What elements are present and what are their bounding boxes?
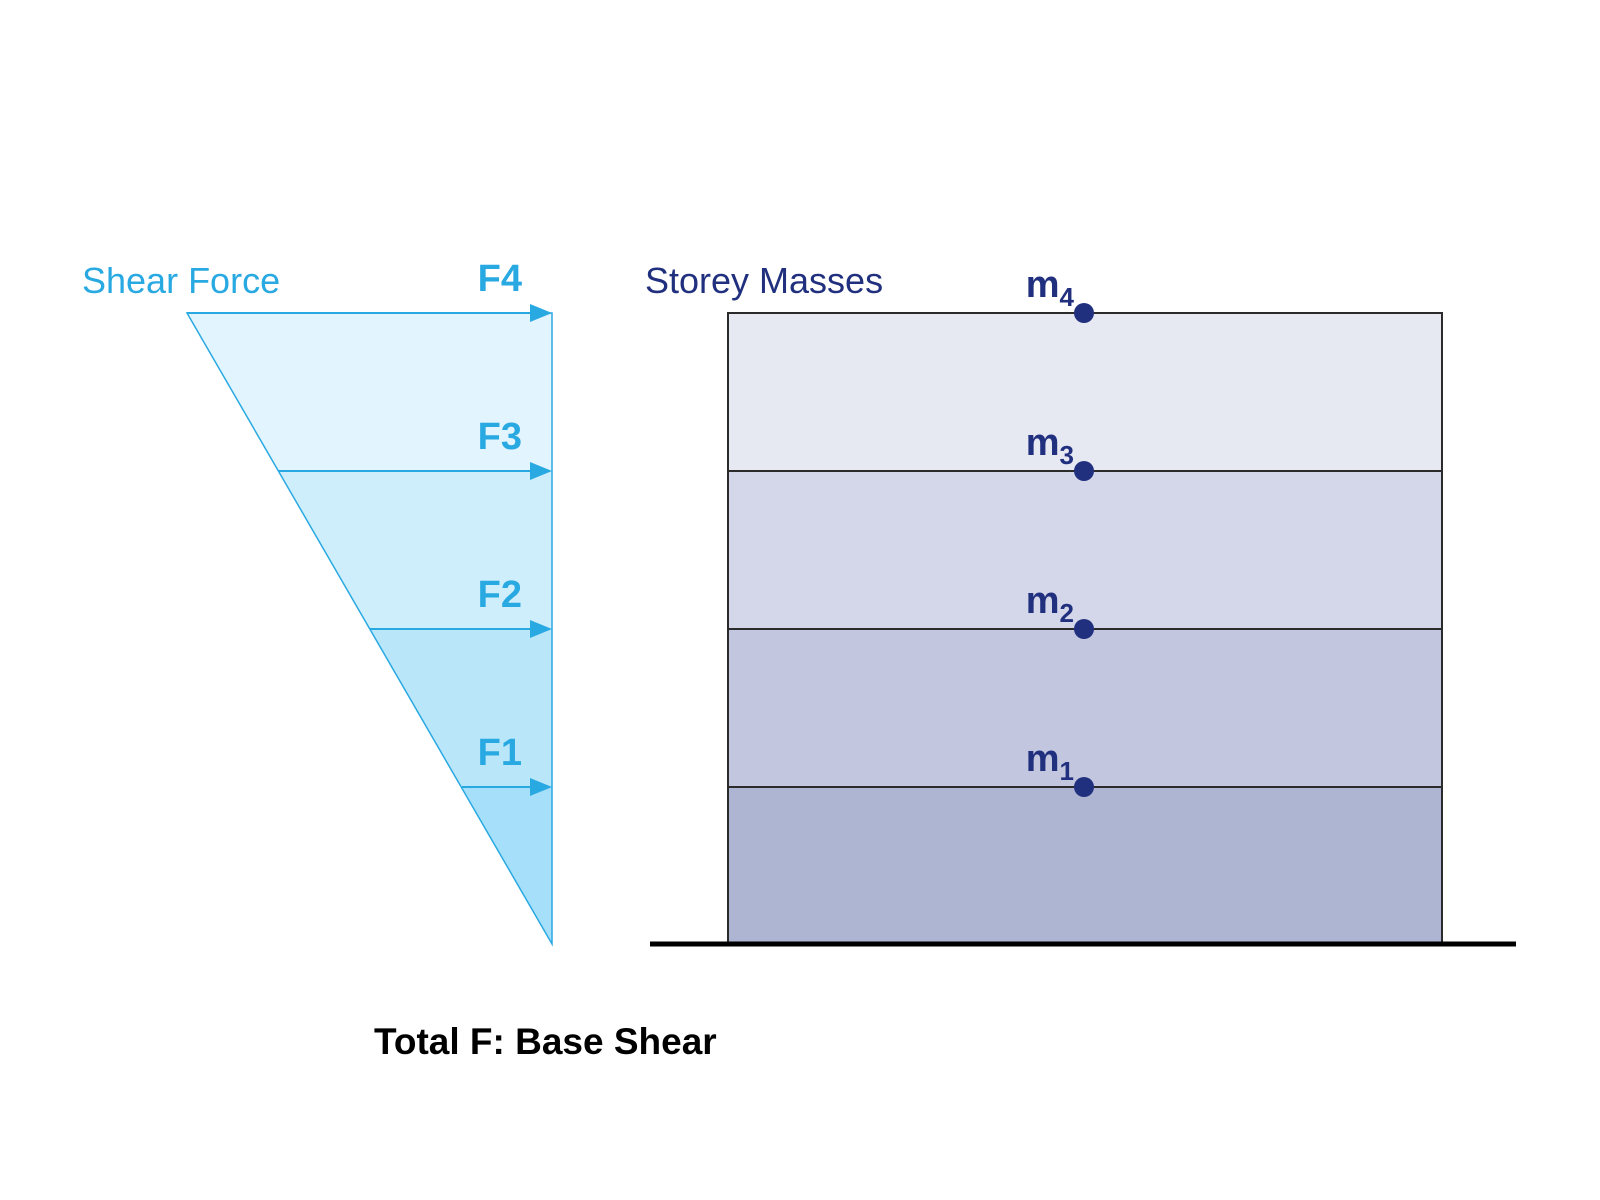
mass-dot-m4 <box>1074 303 1094 323</box>
mass-dot-m2 <box>1074 619 1094 639</box>
mass-label-m2-base: m <box>1026 580 1060 622</box>
shear-triangle-segment-4 <box>187 313 552 471</box>
force-arrow-f2-head <box>530 620 552 638</box>
force-arrow-f1 <box>462 778 552 796</box>
mass-label-m1-base: m <box>1026 738 1060 780</box>
mass-label-m3: m3 <box>1026 422 1074 470</box>
mass-dot-m3 <box>1074 461 1094 481</box>
mass-label-m2: m2 <box>1026 580 1074 628</box>
mass-label-m4-sub: 4 <box>1060 282 1075 312</box>
mass-label-m1: m1 <box>1026 738 1074 786</box>
force-arrow-f1-head <box>530 778 552 796</box>
force-arrow-f4 <box>187 304 552 322</box>
force-arrow-f2 <box>370 620 552 638</box>
building-storey-1 <box>727 786 1443 945</box>
mass-label-m2-sub: 2 <box>1060 598 1074 628</box>
force-label-f4: F4 <box>478 258 522 300</box>
building-storey-2 <box>727 628 1443 788</box>
mass-label-m3-sub: 3 <box>1060 440 1074 470</box>
force-arrow-f4-head <box>530 304 552 322</box>
mass-label-m4: m4 <box>1026 264 1075 312</box>
mass-dot-m1 <box>1074 777 1094 797</box>
mass-label-m4-base: m <box>1026 264 1060 306</box>
force-arrow-f3 <box>278 462 552 480</box>
mass-label-m1-sub: 1 <box>1060 756 1074 786</box>
force-label-f1: F1 <box>478 732 522 774</box>
mass-label-m3-base: m <box>1026 422 1060 464</box>
shear-triangle-segment-2 <box>370 629 552 787</box>
force-arrow-f3-head <box>530 462 552 480</box>
building-storey-3 <box>727 470 1443 630</box>
storey-masses-title: Storey Masses <box>645 260 883 301</box>
shear-force-triangle <box>185 312 553 947</box>
shear-force-title: Shear Force <box>82 260 280 301</box>
force-label-f2: F2 <box>478 574 522 616</box>
shear-triangle-segment-3 <box>278 471 552 629</box>
force-label-f3: F3 <box>478 416 522 458</box>
building-storey-4 <box>727 312 1443 472</box>
base-shear-caption: Total F: Base Shear <box>374 1021 717 1062</box>
